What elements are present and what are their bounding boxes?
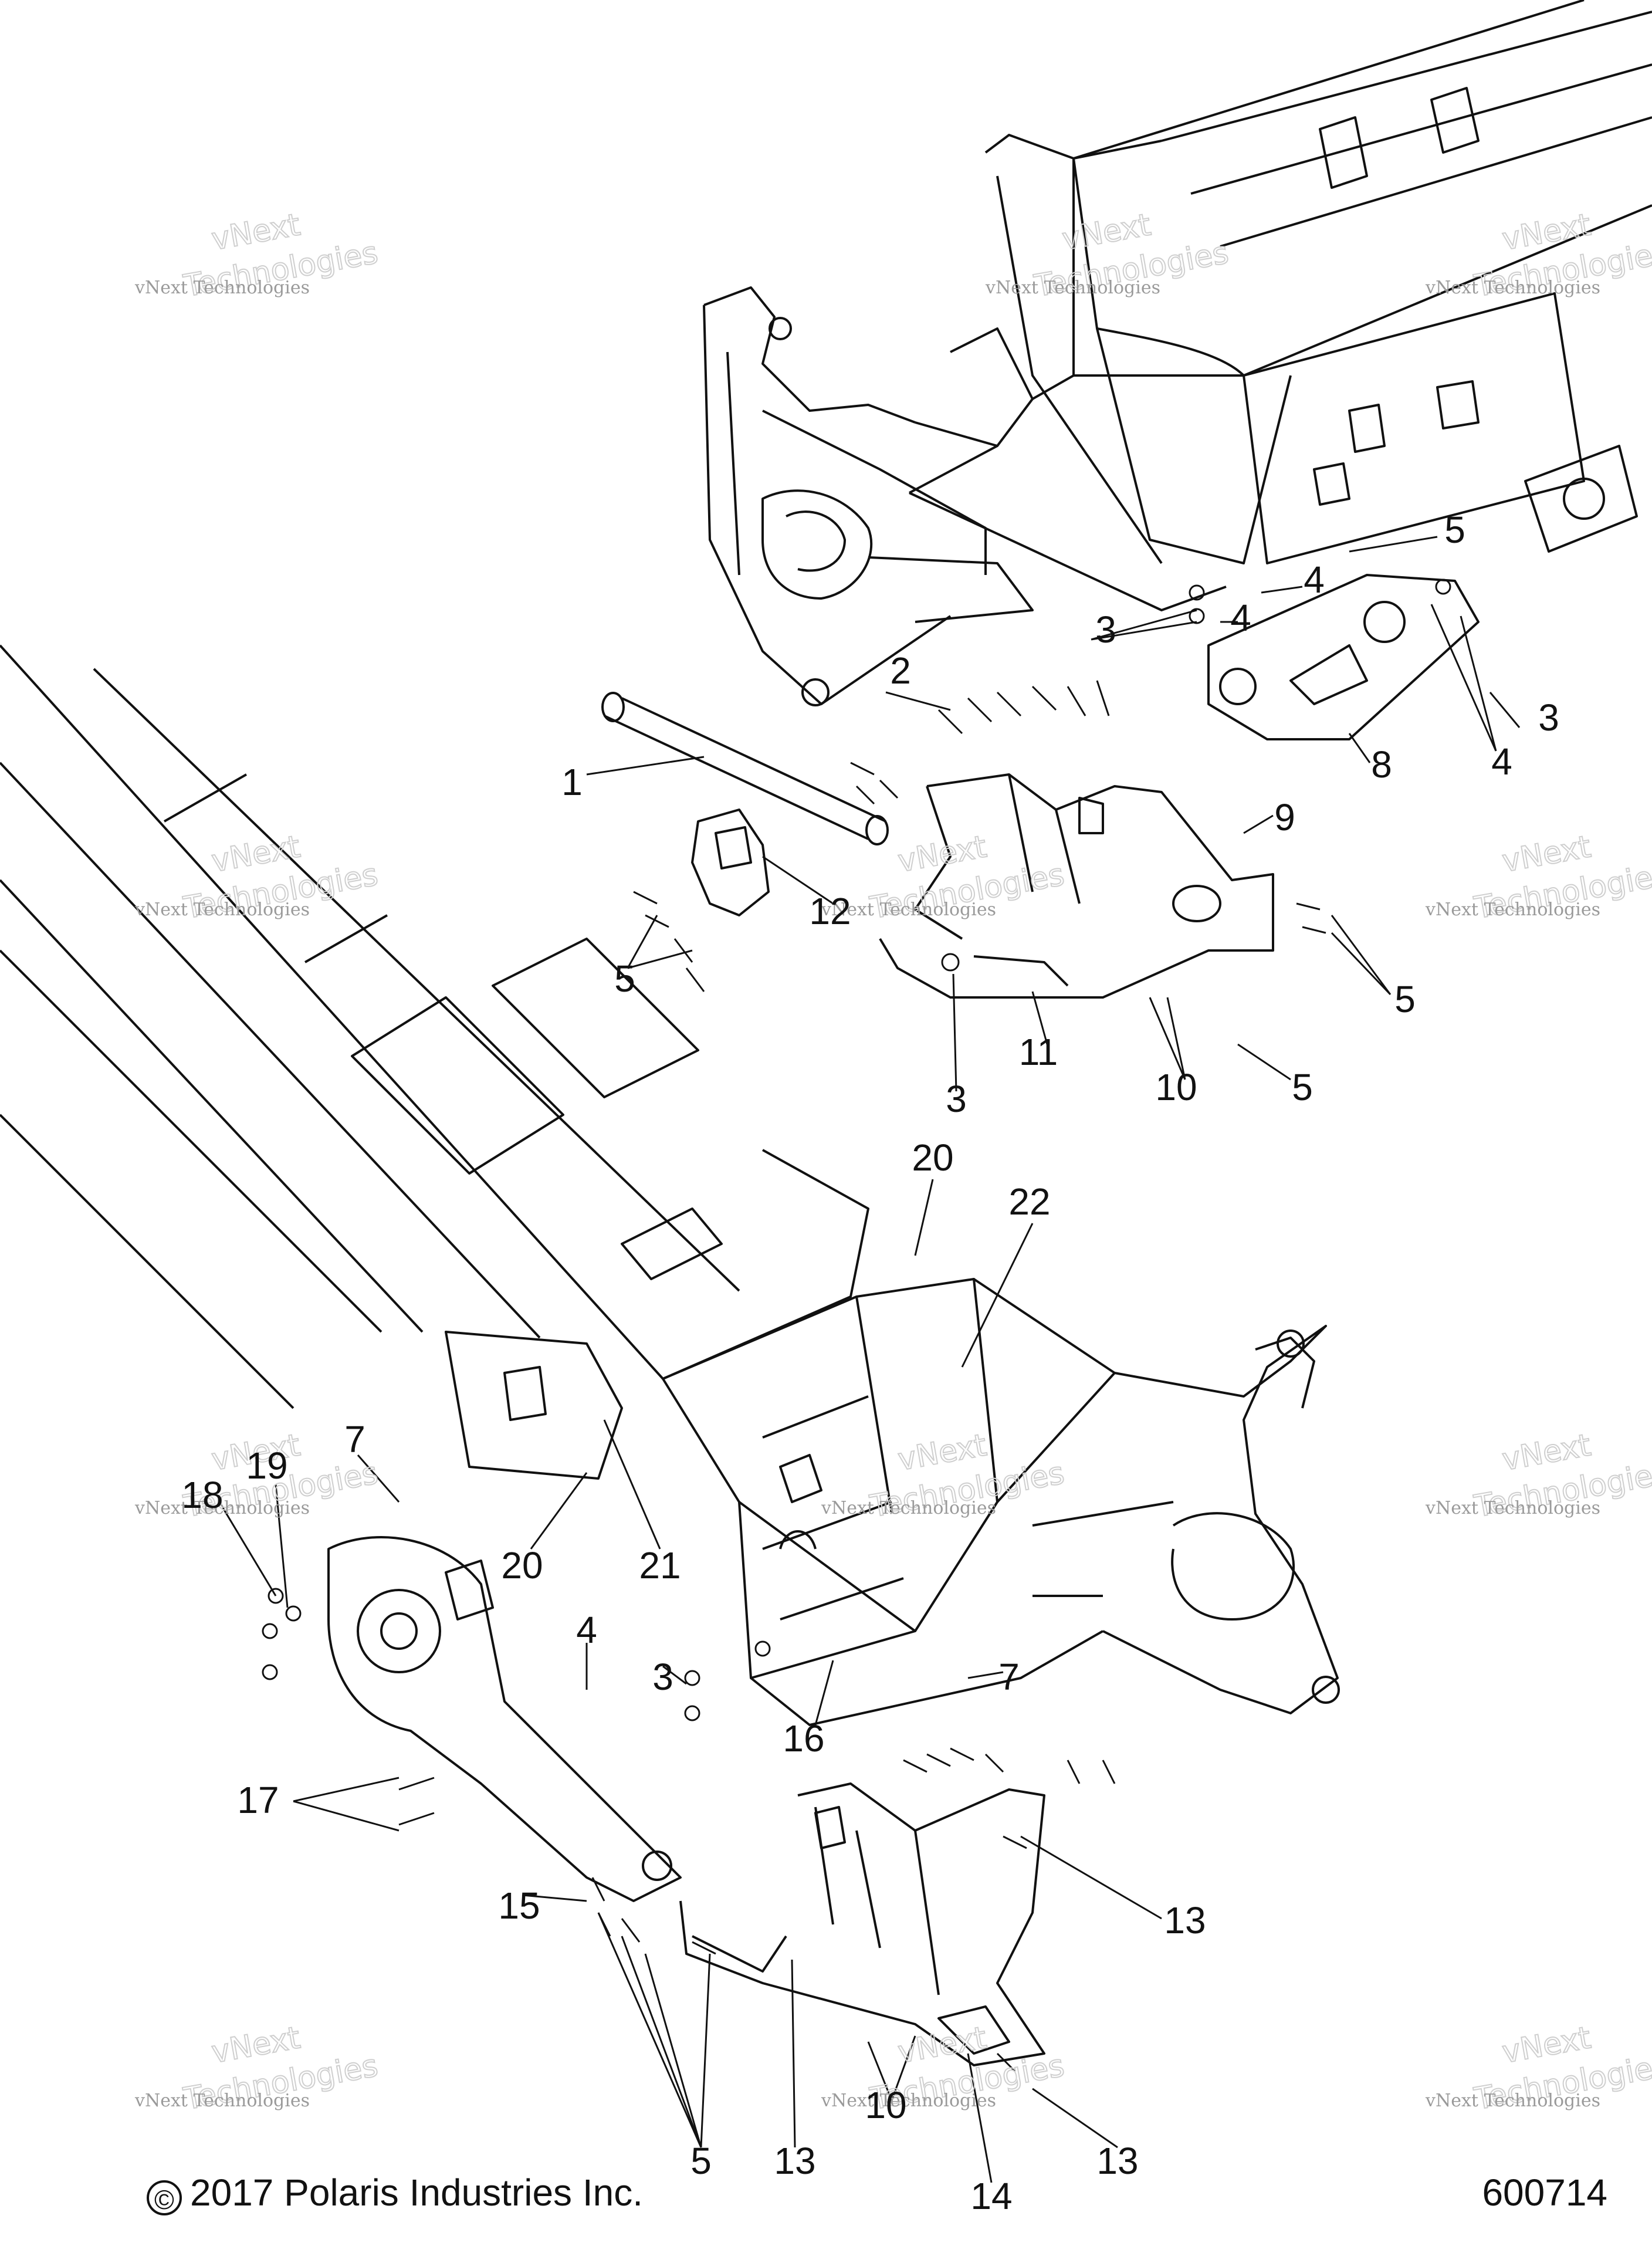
callout-3: 3 xyxy=(946,1078,967,1120)
callout-7: 7 xyxy=(998,1656,1020,1698)
watermark-text: vNext Technologies xyxy=(134,278,310,298)
bracket-12 xyxy=(691,808,770,916)
callout-4: 4 xyxy=(1491,740,1512,783)
callout-13: 13 xyxy=(774,2140,815,2182)
upper-front-bracket xyxy=(703,286,1034,706)
lower-bulkhead-22 xyxy=(662,1278,1116,1726)
figure-number: 600714 xyxy=(1482,2171,1607,2214)
middle-bracket-9 xyxy=(879,773,1274,999)
watermark-text: vNext Technologies xyxy=(1425,278,1600,298)
callout-20: 20 xyxy=(912,1136,953,1179)
watermark-text: vNext Technologies xyxy=(821,2090,996,2111)
callout-21: 21 xyxy=(639,1544,681,1586)
callout-10: 10 xyxy=(865,2084,906,2126)
tube-part xyxy=(601,692,889,845)
leader-lines xyxy=(222,536,1521,2183)
watermark-text: vNext Technologies xyxy=(821,899,996,920)
callout-5: 5 xyxy=(614,958,635,1000)
callout-16: 16 xyxy=(783,1717,824,1760)
watermark-text: vNext Technologies xyxy=(134,2090,310,2111)
watermark-text: vNext Technologies xyxy=(134,1498,310,1518)
callout-7: 7 xyxy=(344,1418,365,1460)
callout-3: 3 xyxy=(1538,696,1559,739)
watermark-text: vNext Technologies xyxy=(985,278,1160,298)
callout-22: 22 xyxy=(1008,1180,1050,1223)
copyright-notice: ©2017 Polaris Industries Inc. xyxy=(147,2171,643,2215)
callout-15: 15 xyxy=(498,1885,540,1927)
callout-1: 1 xyxy=(561,761,583,803)
watermark-text: vNext Technologies xyxy=(134,899,310,920)
callout-17: 17 xyxy=(237,1779,279,1821)
upper-right-bracket xyxy=(1207,445,1638,740)
callout-4: 4 xyxy=(1304,559,1325,601)
upper-tunnel xyxy=(909,0,1652,611)
callout-5: 5 xyxy=(1394,978,1416,1020)
callout-19: 19 xyxy=(246,1445,287,1487)
callout-13: 13 xyxy=(1096,2140,1138,2182)
callout-5: 5 xyxy=(690,2140,712,2182)
callout-4: 4 xyxy=(576,1609,597,1651)
callout-14: 14 xyxy=(970,2175,1012,2217)
callout-5: 5 xyxy=(1292,1066,1313,1108)
callout-8: 8 xyxy=(1371,743,1392,786)
callout-20: 20 xyxy=(501,1544,543,1586)
callout-3: 3 xyxy=(652,1656,673,1698)
lower-front-bracket xyxy=(996,1325,1340,1714)
callout-11: 11 xyxy=(1019,1031,1058,1073)
callout-13: 13 xyxy=(1164,1899,1206,1941)
left-tunnel xyxy=(0,644,869,1409)
watermark-text: vNext Technologies xyxy=(821,1498,996,1518)
callout-4: 4 xyxy=(1230,597,1251,639)
lower-middle-bracket xyxy=(679,1782,1045,2066)
callout-18: 18 xyxy=(181,1474,223,1516)
watermark-text: vNext Technologies xyxy=(1425,899,1600,920)
callout-12: 12 xyxy=(809,890,851,932)
fasteners xyxy=(262,579,1451,2072)
copyright-symbol: © xyxy=(147,2180,182,2215)
frame-linework xyxy=(0,0,1652,2183)
callout-5: 5 xyxy=(1444,509,1465,551)
callout-2: 2 xyxy=(890,649,911,692)
callout-10: 10 xyxy=(1155,1066,1197,1108)
callout-9: 9 xyxy=(1274,796,1295,838)
callout-3: 3 xyxy=(1095,608,1116,651)
copyright-text: 2017 Polaris Industries Inc. xyxy=(190,2171,643,2214)
chaincase-15 xyxy=(327,1331,682,1902)
watermark-text: vNext Technologies xyxy=(1425,2090,1600,2111)
watermark-text: vNext Technologies xyxy=(1425,1498,1600,1518)
